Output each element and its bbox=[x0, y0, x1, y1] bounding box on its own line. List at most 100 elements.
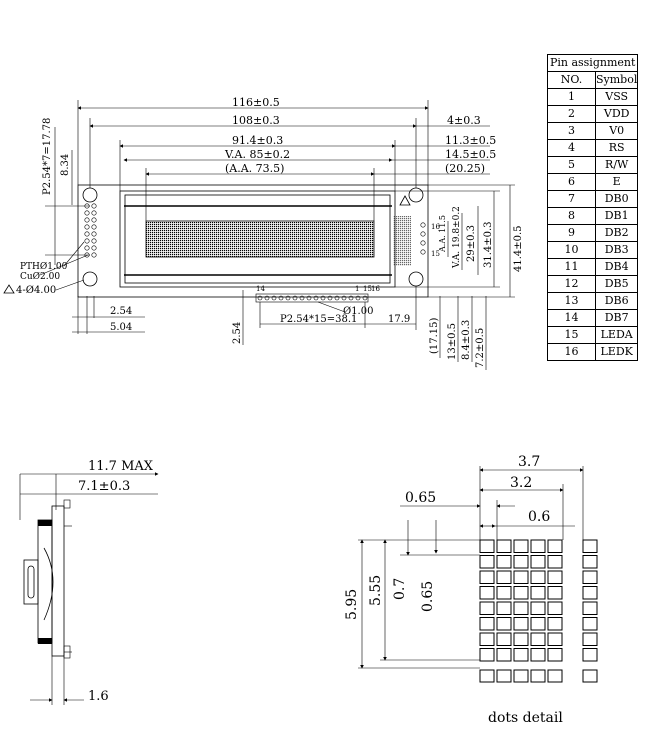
pixel-dot bbox=[582, 555, 598, 569]
pin-symbol: DB3 bbox=[594, 241, 639, 259]
pin-table-title: Pin assignment bbox=[546, 54, 639, 72]
dim-hole-edge: 4±0.3 bbox=[447, 114, 481, 127]
pixel-dot bbox=[530, 601, 546, 615]
pixel-dot bbox=[547, 648, 563, 662]
dot-dim-h-total: 5.95 bbox=[344, 589, 360, 620]
pixel-dot bbox=[530, 555, 546, 569]
dots-detail: 3.7 3.2 0.65 0.6 5.95 5.55 0.7 0.65 dots… bbox=[344, 454, 598, 726]
pixel-dot bbox=[479, 617, 495, 631]
dot-dim-w-total: 3.7 bbox=[518, 454, 540, 470]
pixel-dot bbox=[547, 669, 563, 683]
pin-symbol: RS bbox=[594, 139, 639, 157]
pixel-dot bbox=[496, 570, 512, 584]
pin-label-15: 15 bbox=[363, 285, 372, 293]
dim-5-04: 5.04 bbox=[110, 322, 132, 333]
pixel-dot bbox=[530, 586, 546, 600]
pin-number: 2 bbox=[547, 105, 596, 123]
label-pth: PTHØ1.00 bbox=[20, 261, 68, 272]
pixel-dot bbox=[513, 617, 529, 631]
pixel-dot bbox=[496, 669, 512, 683]
side-dim-max: 11.7 MAX bbox=[88, 459, 154, 474]
pixel-dot bbox=[547, 617, 563, 631]
pixel-dot bbox=[513, 648, 529, 662]
dot-dim-pitch: 0.65 bbox=[405, 490, 436, 506]
pin-symbol: R/W bbox=[594, 156, 639, 174]
dim-11-3: 11.3±0.5 bbox=[445, 134, 496, 147]
pixel-dot bbox=[496, 648, 512, 662]
dim-41-4: 41.4±0.5 bbox=[513, 225, 524, 272]
pixel-dot bbox=[530, 617, 546, 631]
dot-dim-w-char: 3.2 bbox=[510, 475, 532, 491]
pin-table-header-no: NO. bbox=[547, 71, 596, 89]
pin-number: 11 bbox=[547, 258, 596, 276]
pixel-dot bbox=[496, 555, 512, 569]
dim-20-25: (20.25) bbox=[445, 162, 485, 175]
pin-symbol: VDD bbox=[594, 105, 639, 123]
dim-pin-dia: Ø1.00 bbox=[343, 306, 373, 317]
pin-symbol: V0 bbox=[594, 122, 639, 140]
dim-hole-span: 108±0.3 bbox=[232, 114, 280, 127]
lcd-active-area bbox=[145, 220, 375, 258]
dots-detail-label: dots detail bbox=[488, 710, 563, 726]
pin-number: 12 bbox=[547, 275, 596, 293]
label-holes: 4-Ø4.00 bbox=[16, 285, 56, 296]
pixel-dot bbox=[530, 669, 546, 683]
pin-symbol: DB5 bbox=[594, 275, 639, 293]
label-cu: CuØ2.00 bbox=[20, 271, 60, 282]
pin-number: 10 bbox=[547, 241, 596, 259]
pin-symbol: DB1 bbox=[594, 207, 639, 225]
side-dim-pin: 1.6 bbox=[88, 689, 109, 704]
mount-hole bbox=[82, 187, 98, 203]
pixel-dot bbox=[547, 632, 563, 646]
mount-hole bbox=[408, 271, 424, 287]
pin-number: 7 bbox=[547, 190, 596, 208]
pixel-dot bbox=[513, 601, 529, 615]
pixel-dot bbox=[530, 632, 546, 646]
dim-pin-header-span: P2.54*7=17.78 bbox=[42, 118, 53, 195]
pixel-dot bbox=[582, 601, 598, 615]
pixel-dot bbox=[479, 669, 495, 683]
pixel-dot bbox=[547, 601, 563, 615]
pixel-dot bbox=[496, 586, 512, 600]
dim-bezel-width: 91.4±0.3 bbox=[232, 134, 283, 147]
pin-symbol: LEDA bbox=[594, 326, 639, 344]
module-outline bbox=[77, 184, 429, 298]
pixel-dot bbox=[479, 601, 495, 615]
dot-dim-pitch-v: 0.7 bbox=[392, 578, 408, 600]
dim-8-34: 8.34 bbox=[60, 154, 71, 176]
pixel-dot bbox=[582, 570, 598, 584]
pixel-dot bbox=[496, 539, 512, 553]
dim-31-4: 31.4±0.3 bbox=[483, 221, 494, 268]
pin-number: 13 bbox=[547, 292, 596, 310]
bottom-pin-row bbox=[255, 293, 369, 303]
pin-number: 15 bbox=[547, 326, 596, 344]
pixel-dot bbox=[513, 669, 529, 683]
pixel-dot bbox=[479, 539, 495, 553]
pixel-dot bbox=[547, 570, 563, 584]
dim-29: 29±0.3 bbox=[466, 225, 477, 262]
dim-overall-width: 116±0.5 bbox=[232, 96, 280, 109]
pixel-dot bbox=[582, 617, 598, 631]
pin-number: 14 bbox=[547, 309, 596, 327]
pin-symbol: DB2 bbox=[594, 224, 639, 242]
dim-17-9: 17.9 bbox=[388, 314, 410, 325]
pin-symbol: DB7 bbox=[594, 309, 639, 327]
pixel-dot bbox=[513, 586, 529, 600]
pin-number: 9 bbox=[547, 224, 596, 242]
mount-hole bbox=[408, 187, 424, 203]
conn-label-15: 15 bbox=[431, 250, 440, 258]
pin-symbol: VSS bbox=[594, 88, 639, 106]
pixel-dot bbox=[513, 570, 529, 584]
